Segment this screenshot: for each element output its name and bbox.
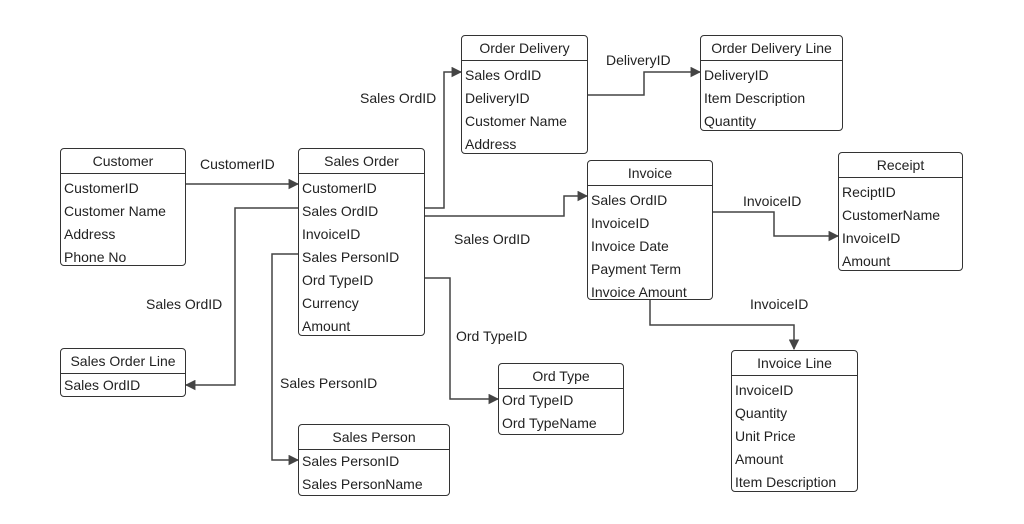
connector-sales-order-invoice bbox=[425, 190, 589, 217]
attribute: Invoice Date bbox=[591, 238, 669, 254]
attribute: Address bbox=[64, 226, 116, 242]
entity-customer[interactable]: Customer CustomerID Customer Name Addres… bbox=[60, 148, 186, 266]
entity-title: Invoice bbox=[588, 161, 712, 186]
connector-invoice-invoice-line bbox=[649, 300, 800, 351]
attribute: Quantity bbox=[704, 113, 757, 129]
attribute: Sales PersonName bbox=[302, 476, 423, 492]
attribute: Payment Term bbox=[591, 261, 681, 277]
attribute: InvoiceID bbox=[735, 382, 794, 398]
attribute: Currency bbox=[302, 295, 359, 311]
entity-invoice-line[interactable]: Invoice Line InvoiceID Quantity Unit Pri… bbox=[731, 350, 858, 492]
label-sales-order-ord-type: Ord TypeID bbox=[456, 328, 528, 344]
label-sales-order-order-delivery: Sales OrdID bbox=[360, 90, 437, 106]
connector-sales-order-order-line bbox=[184, 207, 298, 391]
entity-sales-order[interactable]: Sales Order CustomerID Sales OrdID Invoi… bbox=[298, 148, 425, 336]
entity-title: Ord Type bbox=[499, 364, 623, 389]
label-sales-order-order-line: Sales OrdID bbox=[146, 296, 223, 312]
label-customer-sales-order: CustomerID bbox=[200, 156, 275, 172]
attribute: Amount bbox=[735, 451, 784, 467]
attribute: Item Description bbox=[735, 474, 837, 490]
connector-sales-order-ord-type bbox=[425, 277, 500, 405]
connector-delivery-delivery-line bbox=[588, 66, 702, 96]
label-delivery-delivery-line: DeliveryID bbox=[606, 52, 671, 68]
attribute: Ord TypeName bbox=[502, 415, 597, 431]
attribute: CustomerName bbox=[842, 207, 941, 223]
entity-order-delivery[interactable]: Order Delivery Sales OrdID DeliveryID Cu… bbox=[461, 35, 588, 154]
entity-title: Sales Order Line bbox=[61, 349, 185, 374]
connector-sales-order-order-delivery bbox=[425, 66, 463, 209]
entity-title: Invoice Line bbox=[732, 351, 857, 376]
label-invoice-receipt: InvoiceID bbox=[743, 193, 802, 209]
attribute: Sales PersonID bbox=[302, 453, 400, 469]
entity-receipt[interactable]: Receipt ReciptID CustomerName InvoiceID … bbox=[838, 152, 963, 271]
attribute: InvoiceID bbox=[842, 230, 901, 246]
attribute: Sales OrdID bbox=[465, 67, 542, 83]
entity-title: Receipt bbox=[839, 153, 962, 178]
entity-sales-person[interactable]: Sales Person Sales PersonID Sales Person… bbox=[298, 424, 450, 496]
attribute: InvoiceID bbox=[302, 226, 361, 242]
entity-ord-type[interactable]: Ord Type Ord TypeID Ord TypeName bbox=[498, 363, 624, 435]
label-sales-order-invoice: Sales OrdID bbox=[454, 231, 531, 247]
attribute: Ord TypeID bbox=[302, 272, 374, 288]
attribute: Sales OrdID bbox=[591, 192, 668, 208]
entity-sales-order-line[interactable]: Sales Order Line Sales OrdID bbox=[60, 348, 186, 397]
attribute: Sales OrdID bbox=[64, 377, 141, 393]
connector-sales-order-sales-person bbox=[271, 253, 300, 466]
attribute: Phone No bbox=[64, 249, 127, 265]
attribute: Invoice Amount bbox=[591, 284, 687, 300]
entity-invoice[interactable]: Invoice Sales OrdID InvoiceID Invoice Da… bbox=[587, 160, 713, 300]
entity-title: Order Delivery Line bbox=[701, 36, 842, 61]
attribute: InvoiceID bbox=[591, 215, 650, 231]
label-invoice-invoice-line: InvoiceID bbox=[750, 296, 809, 312]
attribute: CustomerID bbox=[302, 180, 377, 196]
attribute: Unit Price bbox=[735, 428, 796, 444]
attribute: Sales PersonID bbox=[302, 249, 400, 265]
attribute: Customer Name bbox=[64, 203, 166, 219]
attribute: DeliveryID bbox=[704, 67, 769, 83]
attribute: Amount bbox=[842, 253, 891, 269]
attribute: Ord TypeID bbox=[502, 392, 574, 408]
attribute: CustomerID bbox=[64, 180, 139, 196]
attribute: DeliveryID bbox=[465, 90, 530, 106]
connector-invoice-receipt bbox=[713, 211, 840, 242]
attribute: Quantity bbox=[735, 405, 788, 421]
attribute: Address bbox=[465, 136, 517, 152]
attribute: ReciptID bbox=[842, 184, 896, 200]
attribute: Amount bbox=[302, 318, 351, 334]
entity-title: Order Delivery bbox=[462, 36, 587, 61]
attribute: Item Description bbox=[704, 90, 806, 106]
attribute: Customer Name bbox=[465, 113, 567, 129]
entity-title: Customer bbox=[61, 149, 185, 174]
attribute: Sales OrdID bbox=[302, 203, 379, 219]
entity-title: Sales Order bbox=[299, 149, 424, 174]
entity-order-delivery-line[interactable]: Order Delivery Line DeliveryID Item Desc… bbox=[700, 35, 843, 131]
label-sales-order-sales-person: Sales PersonID bbox=[280, 375, 378, 391]
entity-title: Sales Person bbox=[299, 425, 449, 450]
